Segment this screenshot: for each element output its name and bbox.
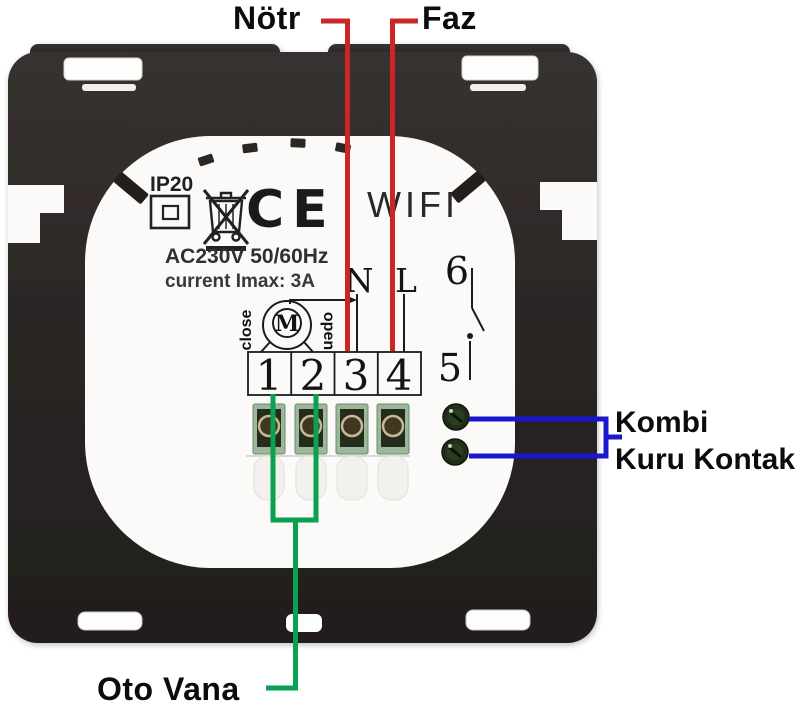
terminal-5-number: 5 [438, 346, 462, 390]
terminal-4-number: 4 [386, 351, 413, 400]
module-tick-3 [290, 138, 306, 148]
motor-to-n-line [289, 299, 345, 304]
motor-symbol: M close open [238, 300, 337, 353]
valve-leader-line [266, 520, 298, 691]
motor-leg-right [303, 341, 314, 353]
ip20-icon [149, 194, 191, 230]
terminal-box-row [247, 351, 422, 396]
motor-open-label: open [320, 312, 337, 350]
top-left-slot-line [82, 84, 136, 91]
right-edge-notch [540, 182, 597, 240]
module-markings: IP20 CE WIFI AC230V 50/60Hz current Imax… [149, 173, 459, 292]
terminal-l-label: L [395, 261, 417, 300]
weee-bin-icon [202, 189, 250, 251]
screw-terminal-blocks [246, 403, 470, 501]
dry-contact-screw-top [442, 403, 470, 431]
module-tick-2 [242, 142, 258, 154]
terminal-3-number: 3 [343, 351, 370, 400]
dry-contact-screw-bottom [441, 438, 469, 466]
motor-letter: M [275, 311, 299, 337]
screw-terminal-3 [335, 403, 369, 455]
motor-leg-left [260, 341, 271, 353]
boiler-label-line2: Kuru Kontak [615, 443, 795, 476]
module-slot-left [113, 172, 149, 204]
annotation-labels: Nötr Faz Kombi Kuru Kontak Oto Vana [97, 0, 795, 704]
phase-wire-line [390, 18, 418, 351]
relay-switch-symbol: 6 5 [438, 249, 485, 390]
top-right-slot [461, 55, 539, 81]
current-rating-text: current Imax: 3A [165, 271, 315, 292]
module-tick-1 [197, 153, 215, 167]
terminal-1-number: 1 [256, 351, 283, 400]
annotation-lines [266, 18, 622, 691]
voltage-rating-text: AC230V 50/60Hz [165, 245, 328, 268]
top-right-slot-line [470, 84, 526, 91]
module-slot-right [450, 171, 486, 203]
phase-label: Faz [422, 0, 477, 36]
motor-close-label: close [238, 309, 255, 350]
screw-terminal-2 [294, 403, 328, 455]
top-left-slot [63, 57, 143, 81]
switch-blade [471, 307, 485, 332]
bottom-center-notch [286, 614, 322, 632]
terminal-6-number: 6 [445, 249, 469, 293]
bottom-left-slot [77, 611, 143, 631]
neutral-label: Nötr [233, 0, 301, 36]
wifi-text: WIFI [367, 184, 459, 225]
terminal-2-number: 2 [300, 351, 327, 400]
plate-cutouts [8, 55, 597, 632]
valve-label: Oto Vana [97, 671, 240, 704]
switch-contact-dot [467, 333, 473, 339]
neutral-wire-line [321, 18, 350, 351]
screw-terminal-1 [252, 403, 286, 455]
ip-rating-text: IP20 [150, 173, 193, 196]
screw-terminal-4 [376, 403, 410, 455]
left-edge-notch [8, 185, 64, 243]
bottom-right-slot [465, 609, 531, 631]
ce-mark-text: CE [246, 180, 336, 240]
boiler-label-line1: Kombi [615, 406, 708, 439]
